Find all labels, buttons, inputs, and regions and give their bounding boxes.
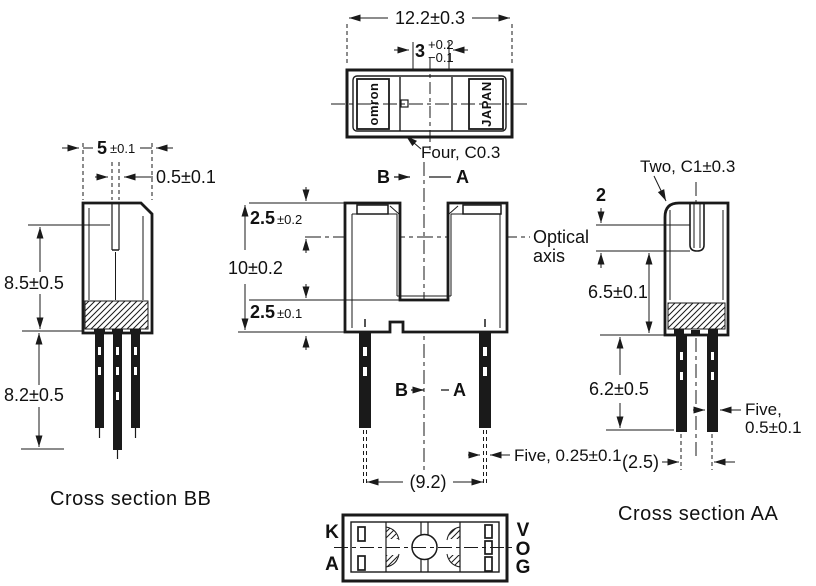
aa-lead-right [707,335,718,432]
pin-label-a: A [325,554,339,575]
pin-label-k: K [325,522,339,543]
cross-section-bb-view [21,143,173,459]
bb-lead-1 [95,333,104,428]
cross-section-aa-caption: Cross section AA [618,503,778,525]
section-b-top-label: B [377,167,390,187]
dim-slot-width [394,42,468,70]
dim-overall-width [346,14,513,66]
dim-front-bottom [367,451,510,486]
dim-lead-span-label: (9.2) [409,472,446,492]
dim-bb-width-tol: ±0.1 [110,141,135,156]
aa-body-outline [663,201,730,337]
dim-slot-width-plus: +0.2 [428,37,454,52]
aa-lead-left [676,335,687,432]
dim-bb-left [21,227,82,450]
front-body-outline [343,201,509,334]
dim-base-main: 2.5 [250,302,275,322]
bb-lead-3 [131,333,140,428]
bb-hatch-base [84,300,149,330]
dim-bb-lead-length-label: 8.2±0.5 [4,385,64,405]
dim-height-label: 10±0.2 [228,258,283,278]
front-lead-left [359,332,371,428]
dim-front-left [238,187,399,350]
top-view [331,14,528,150]
front-view [238,162,530,486]
front-lead-right [479,332,491,428]
chamfer-note-label: Four, C0.3 [421,143,500,162]
dim-overall-width-label: 12.2±0.3 [395,8,465,28]
dim-aa [597,208,741,466]
pin-label-v: V [517,520,530,541]
pad-k [357,526,366,542]
cross-section-aa-view [596,175,741,470]
dim-top-to-axis-main: 2.5 [250,208,275,228]
section-a-bottom-label: A [453,380,466,400]
dim-base-tol: ±0.1 [277,306,302,321]
dim-aa-lead-length-label: 6.2±0.5 [589,379,649,399]
brand-text: omron [366,83,381,126]
origin-text: JAPAN [479,81,494,127]
dim-aa-lower-body-label: 6.5±0.1 [588,282,648,302]
chamfer-leader [405,135,422,150]
pad-v [484,524,493,539]
aa-lead-width-note-2: 0.5±0.1 [745,418,802,437]
dim-bb-slot-label: 0.5±0.1 [156,167,216,187]
dim-bb-top [62,143,173,200]
pin-label-g: G [516,557,531,578]
aa-chamfer-note-label: Two, C1±0.3 [640,157,735,176]
pin-label-o: O [516,539,531,560]
bb-lead-2 [113,333,122,450]
aa-chamfer-leader [653,175,667,202]
cross-section-bb-caption: Cross section BB [50,488,211,510]
optical-axis-label-2: axis [533,246,565,266]
dim-bb-width-main: 5 [97,138,107,158]
dim-slot-width-minus: −0.1 [428,50,454,65]
aa-slot [689,203,705,252]
dim-aa-lead-pitch-label: (2.5) [622,452,659,472]
lead-thickness-note-label: Five, 0.25±0.1 [514,446,622,465]
pad-a [357,555,366,571]
bottom-view [334,513,516,583]
section-a-top-label: A [456,167,469,187]
optical-axis-label-1: Optical [533,227,589,247]
dim-slot-width-value: 3 [415,41,425,61]
aa-lead-width-note-1: Five, [745,400,782,419]
dim-bb-body-height-label: 8.5±0.5 [4,273,64,293]
pad-g [484,556,493,572]
dim-top-to-axis-tol: ±0.2 [277,212,302,227]
aa-hatch-base [667,302,726,330]
dim-aa-aperture-label: 2 [596,185,606,205]
section-b-bottom-label: B [395,380,408,400]
